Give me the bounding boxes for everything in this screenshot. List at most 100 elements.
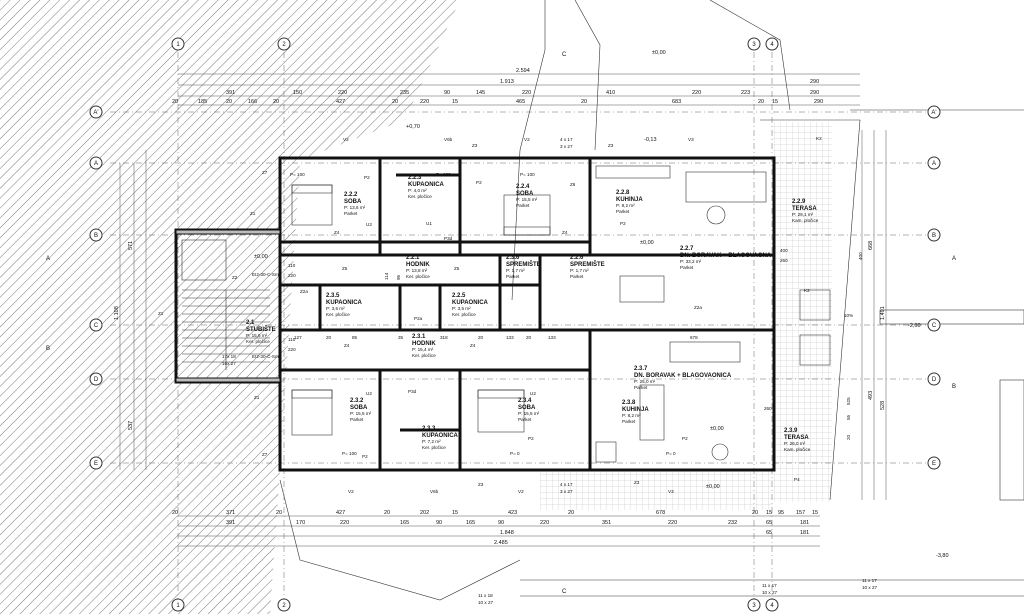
svg-text:P: 13,8 m²: P: 13,8 m² — [406, 268, 428, 273]
svg-text:4: 4 — [770, 603, 774, 609]
svg-text:Ker. pločice: Ker. pločice — [422, 445, 446, 450]
svg-text:A: A — [952, 256, 956, 262]
svg-text:P: 4,0 m²: P: 4,0 m² — [408, 188, 427, 193]
svg-text:10 x 27: 10 x 27 — [862, 585, 878, 590]
svg-text:1: 1 — [176, 42, 180, 48]
svg-text:KUHINJA: KUHINJA — [622, 407, 649, 413]
window-tag: V6b — [444, 137, 453, 142]
svg-text:2.2.1: 2.2.1 — [406, 255, 420, 261]
svg-text:TERASA: TERASA — [792, 206, 817, 212]
svg-text:2.3.6: 2.3.6 — [506, 255, 520, 261]
svg-text:391: 391 — [226, 90, 235, 96]
svg-text:P: 7,2 m²: P: 7,2 m² — [422, 439, 441, 444]
level-markers: ±0,00 +0,70 -0,13 ±0,00 -2,60 -3,80 ±0,0… — [254, 50, 949, 559]
dim-overall-top: 2.594 — [516, 68, 530, 74]
window-tag: V2 — [524, 137, 530, 142]
svg-text:110: 110 — [288, 337, 296, 342]
svg-text:EI2-30-C-Sm: EI2-30-C-Sm — [252, 354, 279, 359]
door-tag: Z4 — [344, 343, 350, 348]
svg-text:11 x 17: 11 x 17 — [762, 583, 777, 588]
stairwell — [181, 239, 831, 370]
svg-text:DN. BORAVAK + BLAGOVAONICA: DN. BORAVAK + BLAGOVAONICA — [634, 373, 732, 379]
svg-text:127: 127 — [294, 335, 302, 340]
svg-text:2.2.5: 2.2.5 — [452, 293, 466, 299]
svg-text:KUHINJA: KUHINJA — [616, 197, 643, 203]
svg-text:318: 318 — [440, 335, 448, 340]
svg-text:185: 185 — [198, 99, 207, 105]
svg-text:P: 15,4 m²: P: 15,4 m² — [412, 347, 434, 352]
svg-text:B: B — [952, 384, 956, 390]
svg-text:P: 13,6 m²: P: 13,6 m² — [344, 205, 366, 210]
svg-text:166: 166 — [248, 99, 257, 105]
svg-text:290: 290 — [814, 99, 823, 105]
svg-text:11 x 18: 11 x 18 — [478, 593, 493, 598]
svg-text:SOBA: SOBA — [350, 405, 368, 411]
svg-text:2: 2 — [282, 42, 286, 48]
svg-text:2.1: 2.1 — [246, 320, 255, 326]
door-tag: Z2a — [300, 289, 308, 294]
svg-text:202: 202 — [420, 510, 429, 516]
window-tag: V2 — [343, 137, 349, 142]
level-marker: +0,70 — [406, 124, 420, 130]
svg-text:EI2-30-C-Sm: EI2-30-C-Sm — [252, 272, 279, 277]
svg-text:10 x 27: 10 x 27 — [762, 590, 778, 595]
parapet-label: P= 100 — [520, 172, 535, 177]
svg-text:427: 427 — [336, 510, 345, 516]
svg-text:Parket: Parket — [634, 385, 648, 390]
svg-text:4 x 17: 4 x 17 — [560, 482, 573, 487]
svg-text:Parket: Parket — [622, 419, 636, 424]
door-tag: Z6 — [570, 182, 576, 187]
svg-text:2.2.2: 2.2.2 — [344, 192, 358, 198]
parapet-label: P= 0 — [666, 451, 676, 456]
level-marker: ±0,00 — [652, 50, 666, 56]
door-tag: Z4 — [334, 230, 340, 235]
furniture — [291, 165, 767, 463]
svg-text:95: 95 — [396, 274, 401, 280]
svg-text:15: 15 — [772, 99, 778, 105]
svg-text:260: 260 — [764, 406, 772, 411]
svg-text:90: 90 — [498, 520, 504, 526]
svg-text:220: 220 — [420, 99, 429, 105]
svg-text:20: 20 — [392, 99, 398, 105]
svg-text:678: 678 — [690, 335, 698, 340]
svg-text:20: 20 — [526, 335, 532, 340]
dim-overall-bottom: 2.485 — [494, 540, 508, 546]
svg-text:220: 220 — [668, 520, 677, 526]
svg-text:157: 157 — [796, 510, 805, 516]
svg-text:2.3.5: 2.3.5 — [326, 293, 340, 299]
svg-text:P: 3,6 m²: P: 3,6 m² — [326, 306, 345, 311]
level-marker: ±0,00 — [640, 240, 654, 246]
door-tag: P3d — [444, 236, 453, 241]
svg-text:290: 290 — [810, 79, 819, 85]
door-tag: Z7 — [262, 170, 268, 175]
axis-bubble-col-4-bottom: 4 — [765, 598, 779, 612]
svg-text:Parket: Parket — [518, 417, 532, 422]
svg-text:20: 20 — [758, 99, 764, 105]
dimension-labels-bottom: 20 371 20 427 20 202 15 423 20 678 20 15… — [172, 510, 818, 546]
svg-text:4: 4 — [770, 42, 774, 48]
svg-text:571: 571 — [128, 241, 134, 250]
parapet-label: P= 100 — [436, 172, 451, 177]
svg-text:2.3.4: 2.3.4 — [518, 398, 532, 404]
svg-text:P: 3,5 m²: P: 3,5 m² — [452, 306, 471, 311]
svg-text:P: 15,6 m²: P: 15,6 m² — [246, 333, 268, 338]
svg-text:P: 15,5 m²: P: 15,5 m² — [518, 411, 540, 416]
svg-text:232: 232 — [728, 520, 737, 526]
svg-text:220: 220 — [522, 90, 531, 96]
svg-text:1.108: 1.108 — [114, 306, 120, 320]
axis-bubble-col-3-bottom: 3 — [747, 598, 761, 612]
axis-bubble-col-4: 4 — [765, 37, 779, 51]
svg-text:465: 465 — [516, 99, 525, 105]
svg-text:Kam. pločice: Kam. pločice — [784, 447, 811, 452]
door-tag: U1 — [426, 221, 432, 226]
svg-text:C: C — [562, 589, 567, 595]
svg-text:3 x 27: 3 x 27 — [560, 489, 573, 494]
svg-text:A: A — [46, 256, 50, 262]
svg-text:Ker. pločice: Ker. pločice — [406, 274, 430, 279]
